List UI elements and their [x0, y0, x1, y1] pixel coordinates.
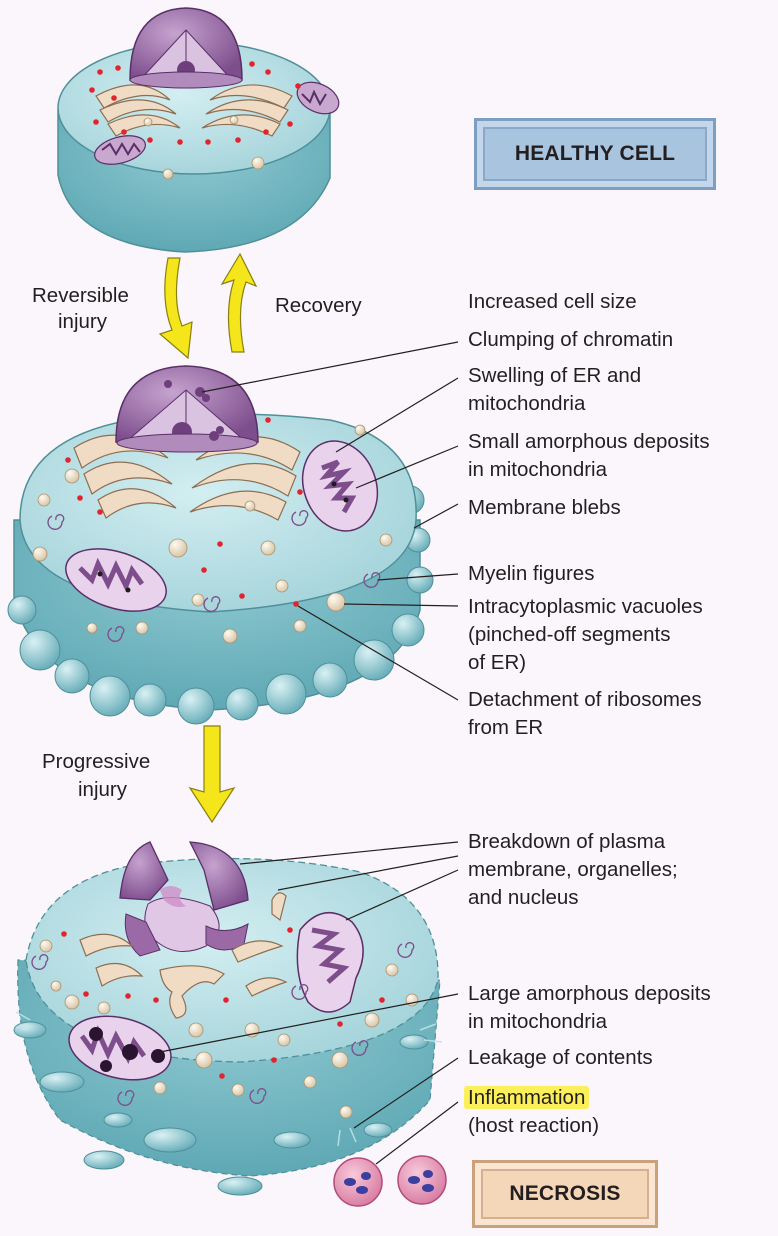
necrosis-label-box: NECROSIS: [472, 1160, 658, 1228]
label-detachment-2: from ER: [468, 716, 544, 739]
label-large-deposits-2: in mitochondria: [468, 1010, 608, 1033]
label-swelling-er-2: mitochondria: [468, 392, 586, 415]
progressive-injury-label-1: Progressive: [42, 750, 151, 773]
label-host-reaction: (host reaction): [468, 1114, 600, 1137]
label-vacuoles-2: (pinched-off segments: [468, 623, 671, 646]
leader-lines: [159, 341, 459, 1165]
neutrophils: [333, 1155, 447, 1207]
healthy-cell-illustration: [57, 7, 340, 253]
reversible-injury-label-2: injury: [58, 310, 107, 333]
reversible-injury-arrow: [158, 257, 193, 360]
label-breakdown-3: and nucleus: [468, 886, 579, 909]
label-vacuoles-3: of ER): [468, 651, 527, 674]
reversible-injury-label-1: Reversible: [32, 284, 129, 307]
necrotic-cell-illustration: [13, 841, 447, 1207]
necrosis-label: NECROSIS: [509, 1182, 621, 1205]
label-small-deposits-2: in mitochondria: [468, 458, 608, 481]
reversible-injury-cell-illustration: [7, 365, 434, 725]
label-vacuoles-1: Intracytoplasmic vacuoles: [468, 595, 703, 618]
recovery-label: Recovery: [275, 294, 362, 317]
label-large-deposits-1: Large amorphous deposits: [468, 982, 711, 1005]
label-inflammation: Inflammation: [464, 1086, 590, 1110]
recovery-arrow: [220, 252, 258, 353]
label-detachment-1: Detachment of ribosomes: [468, 688, 702, 711]
healthy-cell-label-box: HEALTHY CELL: [474, 118, 716, 190]
label-swelling-er-1: Swelling of ER and: [468, 364, 642, 387]
progressive-injury-arrow: [188, 725, 236, 824]
label-membrane-blebs: Membrane blebs: [468, 496, 621, 519]
progressive-injury-label-2: injury: [78, 778, 127, 801]
label-breakdown-1: Breakdown of plasma: [468, 830, 666, 853]
inflammation-highlight: Inflammation: [464, 1086, 590, 1109]
label-myelin-figures: Myelin figures: [468, 562, 595, 585]
label-increased-cell-size: Increased cell size: [468, 290, 637, 313]
label-small-deposits-1: Small amorphous deposits: [468, 430, 710, 453]
label-clumping-chromatin: Clumping of chromatin: [468, 328, 674, 351]
label-breakdown-2: membrane, organelles;: [468, 858, 678, 881]
healthy-cell-label: HEALTHY CELL: [514, 142, 676, 165]
label-leakage: Leakage of contents: [468, 1046, 653, 1069]
